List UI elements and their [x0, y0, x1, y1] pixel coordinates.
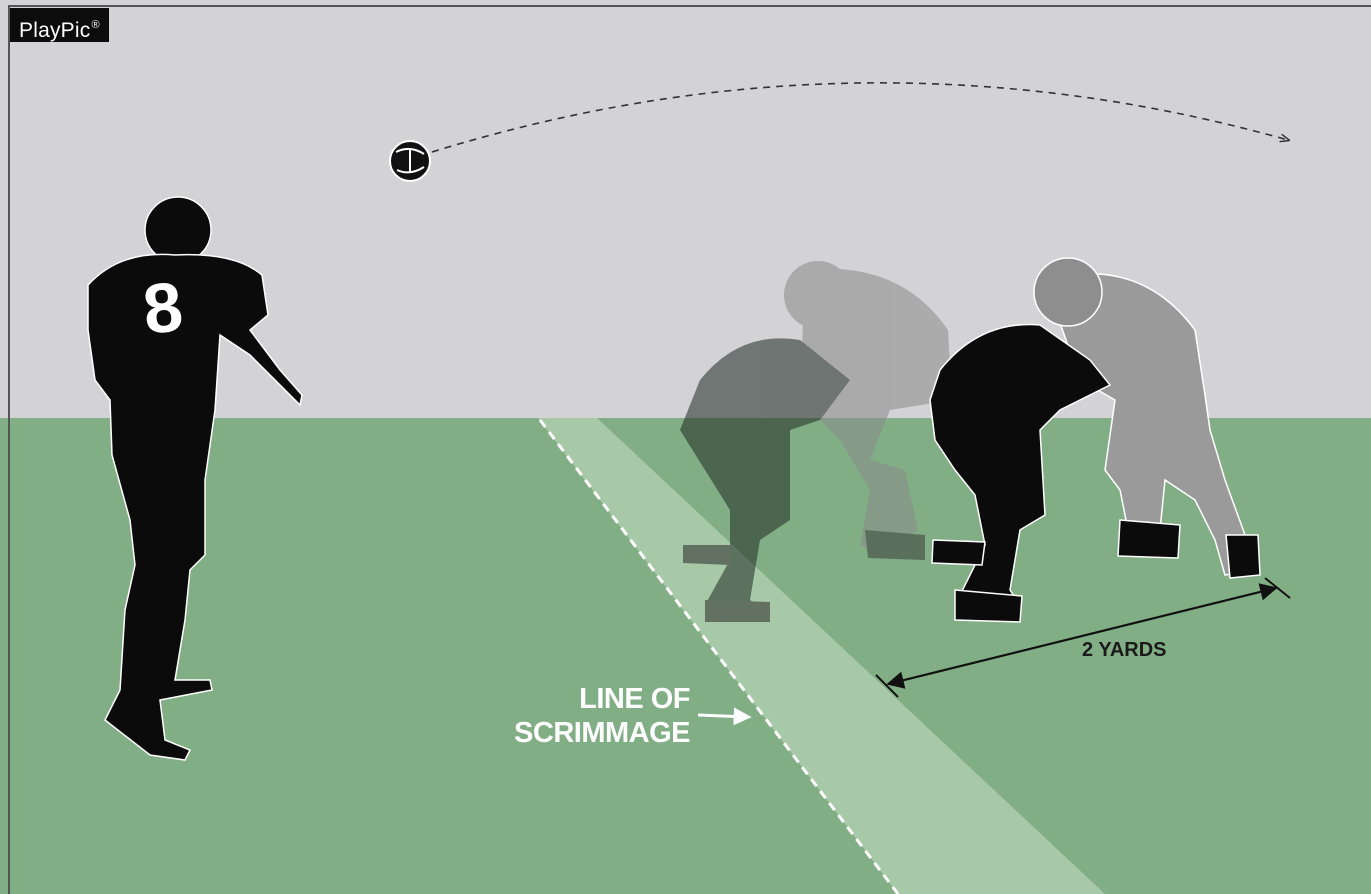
brand-name: PlayPic — [19, 19, 90, 42]
football-icon — [390, 141, 430, 181]
los-label-line1: LINE OF — [470, 682, 690, 716]
line-of-scrimmage-label: LINE OF SCRIMMAGE — [470, 682, 690, 750]
brand-mark: ® — [91, 19, 99, 31]
jersey-number: 8 — [139, 267, 186, 349]
two-yards-label: 2 YARDS — [1082, 638, 1167, 662]
brand-logo: PlayPic® — [10, 8, 109, 42]
line-of-scrimmage-pointer — [698, 715, 748, 717]
los-label-line2: SCRIMMAGE — [470, 716, 690, 750]
